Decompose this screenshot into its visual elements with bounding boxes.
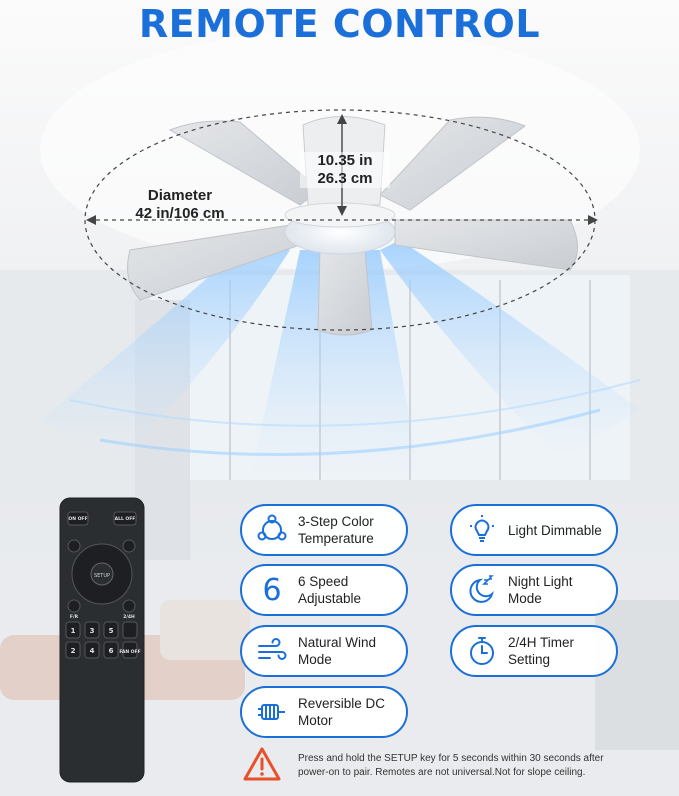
stopwatch-icon: [464, 633, 500, 669]
timer-button: [122, 599, 136, 613]
speed-5-label: 5: [109, 627, 114, 635]
feature-label: Light Dimmable: [508, 522, 602, 538]
page-title: REMOTE CONTROL: [138, 2, 541, 46]
feature-label: Temperature: [298, 531, 374, 546]
height-cm: 26.3 cm: [317, 170, 373, 187]
moon-zz-icon: [464, 572, 500, 608]
feature-label: Night Light: [508, 574, 573, 589]
diameter-dimension: Diameter 42 in/106 cm: [110, 187, 250, 223]
motor-icon: [254, 694, 290, 730]
feature-label: 6 Speed: [298, 574, 349, 589]
six-speed-icon: 6: [262, 572, 282, 608]
fan-blade-right: [394, 219, 578, 271]
reverse-button: [67, 599, 81, 613]
fan-blade-top-left: [168, 120, 321, 206]
feature-reversible-motor: Reversible DC Motor: [240, 686, 408, 738]
feature-light-dimmable: Light Dimmable: [450, 504, 618, 556]
all-off-label: ALL OFF: [115, 516, 136, 522]
pairing-note-line: Press and hold the SETUP key for 5 secon…: [298, 753, 604, 764]
feature-label: Natural Wind: [298, 635, 377, 650]
setup-button: [90, 562, 114, 586]
fr-label: F/R: [70, 614, 79, 620]
fan-blade-left: [127, 224, 301, 301]
wind-swirl: [99, 408, 601, 457]
feature-label: 3-Step Color: [298, 514, 374, 529]
speed-1-label: 1: [71, 627, 76, 635]
speed-buttons: [65, 621, 138, 659]
night-light-button: [122, 539, 136, 553]
feature-label: Mode: [508, 591, 542, 606]
feature-label: 2/4H Timer: [508, 635, 575, 650]
diameter-label: Diameter: [147, 187, 213, 204]
fan-blade-bottom: [317, 249, 373, 336]
setup-label: SETUP: [94, 573, 110, 579]
all-off-button: [113, 511, 137, 526]
wind-icon: [254, 633, 290, 669]
side-cabinet: [595, 600, 679, 750]
speed-4-label: 4: [90, 647, 95, 655]
light-button: [67, 539, 81, 553]
feature-label: Adjustable: [298, 591, 362, 606]
feature-label: Reversible DC: [298, 696, 386, 711]
speed-2-label: 2: [71, 647, 76, 655]
timer-label: 2/4H: [123, 614, 135, 620]
wind-flow-center: [250, 250, 420, 480]
pairing-note-line: power-on to pair. Remotes are not univer…: [298, 767, 586, 778]
remote-control: SETUP 1 3 5 2 4 6 ON OFF ALL OFF F/R 2/: [59, 497, 145, 783]
speed-6-label: 6: [109, 647, 114, 655]
pairing-note: Press and hold the SETUP key for 5 secon…: [298, 752, 658, 780]
fan-on-label: ON OFF: [68, 516, 87, 522]
fan-off-label: FAN OFF: [119, 649, 140, 655]
speed-3-label: 3: [90, 627, 95, 635]
diameter-value: 42 in/106 cm: [135, 205, 225, 222]
wind-flow-right: [380, 240, 640, 460]
warning-icon: [243, 747, 281, 781]
height-dimension: 10.35 in 26.3 cm: [300, 152, 390, 188]
height-inches: 10.35 in: [317, 152, 373, 169]
light-bulb-icon: [464, 512, 500, 548]
fan-blade-top-right: [379, 116, 527, 211]
feature-label: Motor: [298, 713, 333, 728]
feature-label: Mode: [298, 652, 332, 667]
color-temperature-icon: [254, 512, 290, 548]
wind-flow-left: [40, 240, 290, 460]
feature-label: Setting: [508, 652, 551, 667]
fan-on-off-button: [67, 511, 89, 526]
